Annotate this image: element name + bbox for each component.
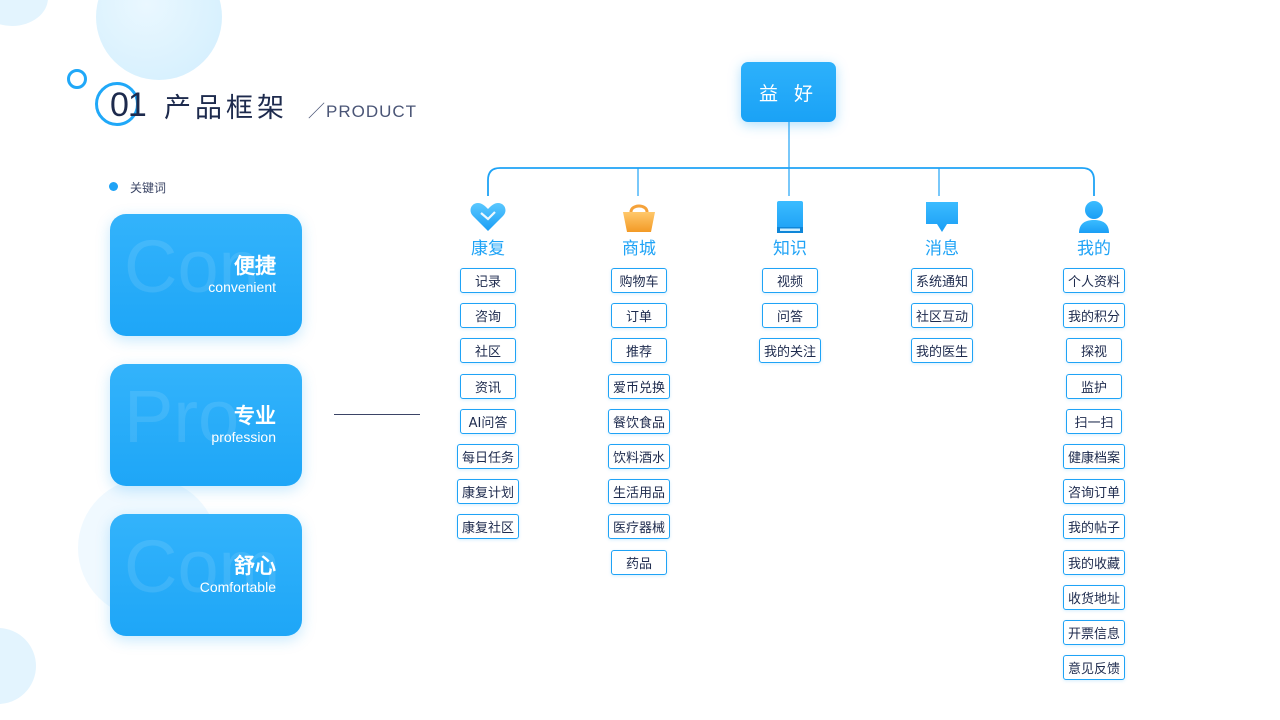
list-item: 餐饮食品 <box>607 408 670 434</box>
list-item: 记录 <box>459 268 516 293</box>
list-item: 社区 <box>459 338 516 364</box>
list-item: 社区互动 <box>910 303 973 329</box>
branch-label: 商城 <box>622 239 656 259</box>
list-item: 我的关注 <box>758 338 821 364</box>
branch-mall: 商城 购物车 订单 推荐 爱币兑换 餐饮食品 饮料酒水 生活用品 医疗器械 药品 <box>599 200 679 585</box>
card-watermark: Pro <box>124 375 240 458</box>
branch-knowledge: 知识 视频 问答 我的关注 <box>750 200 830 374</box>
heart-icon <box>468 200 508 234</box>
item-list: 系统通知 社区互动 我的医生 <box>910 268 973 374</box>
list-item: 扫一扫 <box>1065 408 1122 434</box>
list-item: 收货地址 <box>1062 584 1125 610</box>
card-watermark: Com <box>124 525 281 608</box>
list-item: 系统通知 <box>910 268 973 293</box>
list-item: 我的医生 <box>910 338 973 364</box>
list-item: 推荐 <box>610 338 667 364</box>
card-subtitle: convenient <box>208 279 276 295</box>
list-item: 问答 <box>761 303 818 329</box>
shopping-basket-icon <box>619 200 659 234</box>
list-item: 咨询 <box>459 303 516 329</box>
decorative-ring <box>67 69 87 89</box>
branch-rehab: 康复 记录 咨询 社区 资讯 AI问答 每日任务 康复计划 康复社区 <box>448 200 528 550</box>
decorative-ring <box>95 82 139 126</box>
keyword-card-comfortable: Com 舒心 Comfortable <box>110 514 302 636</box>
list-item: 视频 <box>761 268 818 293</box>
list-item: 开票信息 <box>1062 619 1125 645</box>
keywords-label: 关键词 <box>130 181 167 195</box>
decorative-circle <box>0 628 36 704</box>
card-subtitle: profession <box>211 429 276 445</box>
list-item: 订单 <box>610 303 667 329</box>
list-item: 个人资料 <box>1062 268 1125 293</box>
item-list: 视频 问答 我的关注 <box>758 268 821 374</box>
book-icon <box>770 200 810 234</box>
list-item: 探视 <box>1065 338 1122 364</box>
keyword-card-convenient: Con 便捷 convenient <box>110 214 302 336</box>
list-item: 爱币兑换 <box>607 373 670 399</box>
list-item: 健康档案 <box>1062 443 1125 469</box>
item-list: 记录 咨询 社区 资讯 AI问答 每日任务 康复计划 康复社区 <box>456 268 519 550</box>
list-item: 意见反馈 <box>1062 655 1125 681</box>
card-watermark: Con <box>124 225 260 308</box>
branch-label: 消息 <box>925 239 959 259</box>
card-title: 专业 <box>234 404 276 428</box>
branch-label: 知识 <box>773 239 807 259</box>
list-item: 监护 <box>1065 373 1122 399</box>
list-item: 饮料酒水 <box>607 443 670 469</box>
list-item: 我的帖子 <box>1062 514 1125 540</box>
page-subtitle: ／PRODUCT <box>308 102 418 121</box>
chat-bubble-icon <box>922 200 962 234</box>
branch-mine: 我的 个人资料 我的积分 探视 监护 扫一扫 健康档案 咨询订单 我的帖子 我的… <box>1054 200 1134 690</box>
branch-bar-line <box>487 167 1095 196</box>
list-item: 每日任务 <box>456 443 519 469</box>
list-item: 咨询订单 <box>1062 479 1125 505</box>
branch-messages: 消息 系统通知 社区互动 我的医生 <box>902 200 982 374</box>
list-item: 生活用品 <box>607 479 670 505</box>
list-item: 康复社区 <box>456 514 519 540</box>
bullet-dot <box>109 182 118 191</box>
page-title: 产品框架 <box>164 93 288 124</box>
item-list: 个人资料 我的积分 探视 监护 扫一扫 健康档案 咨询订单 我的帖子 我的收藏 … <box>1062 268 1125 690</box>
section-number: 01 <box>110 86 147 124</box>
list-item: 医疗器械 <box>607 514 670 540</box>
list-item: 药品 <box>610 549 667 575</box>
connector-line <box>334 414 420 415</box>
item-list: 购物车 订单 推荐 爱币兑换 餐饮食品 饮料酒水 生活用品 医疗器械 药品 <box>607 268 670 585</box>
keyword-card-profession: Pro 专业 profession <box>110 364 302 486</box>
list-item: AI问答 <box>459 408 516 434</box>
card-title: 舒心 <box>234 554 276 578</box>
user-icon <box>1074 200 1114 234</box>
list-item: 购物车 <box>610 268 667 293</box>
branch-label: 我的 <box>1077 239 1111 259</box>
list-item: 资讯 <box>459 373 516 399</box>
decorative-circle <box>0 0 48 26</box>
list-item: 我的收藏 <box>1062 549 1125 575</box>
list-item: 康复计划 <box>456 479 519 505</box>
decorative-circle <box>96 0 222 80</box>
branch-label: 康复 <box>471 239 505 259</box>
list-item: 我的积分 <box>1062 303 1125 329</box>
card-title: 便捷 <box>234 254 276 278</box>
root-node: 益 好 <box>741 62 836 122</box>
card-subtitle: Comfortable <box>199 579 276 595</box>
